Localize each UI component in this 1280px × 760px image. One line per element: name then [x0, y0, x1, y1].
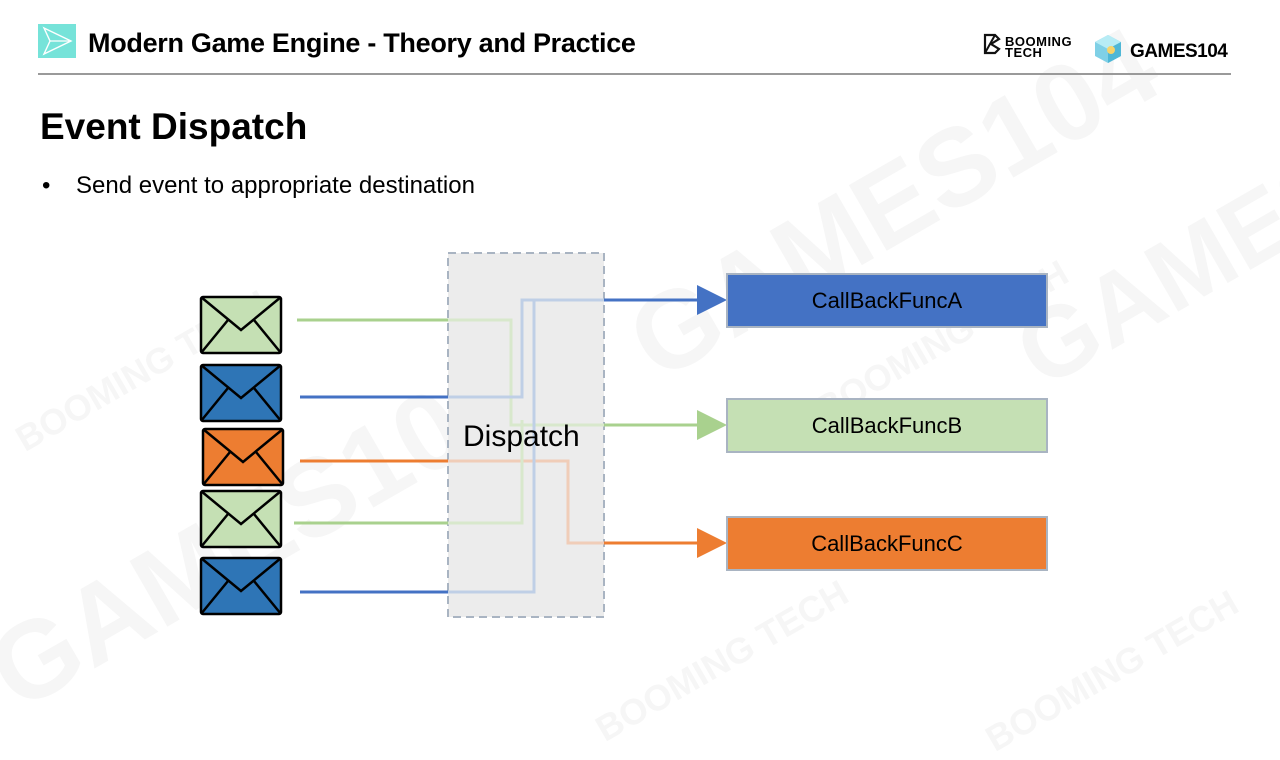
- games104-cube-icon: [1092, 33, 1124, 70]
- envelope-icon: [199, 556, 283, 616]
- envelope-icon: [199, 295, 283, 355]
- dispatcher-box: [447, 252, 605, 618]
- booming-tech-logo-icon: [982, 33, 1002, 60]
- route-orange-3: [448, 459, 604, 545]
- header-divider: [38, 73, 1231, 75]
- route-green-4: [448, 420, 524, 525]
- games104-text: GAMES104: [1130, 40, 1228, 62]
- paper-plane-icon: [38, 24, 76, 58]
- callback-box-c: CallBackFuncC: [726, 516, 1048, 571]
- envelope-icon: [199, 489, 283, 549]
- route-blue-5: [448, 300, 536, 594]
- envelope-icon: [201, 427, 285, 487]
- slide-title: Event Dispatch: [40, 106, 308, 147]
- callback-label: CallBackFuncC: [811, 530, 963, 556]
- dispatch-diagram: [199, 252, 727, 618]
- dispatcher-label: Dispatch: [463, 420, 580, 453]
- callback-box-b: CallBackFuncB: [726, 398, 1048, 453]
- games104-logo: GAMES104: [1092, 33, 1228, 70]
- callback-label: CallBackFuncB: [811, 412, 963, 438]
- route-green-1: [448, 318, 604, 427]
- envelope-icon: [199, 363, 283, 423]
- route-blue-2: [448, 298, 604, 399]
- callback-box-a: CallBackFuncA: [726, 273, 1048, 328]
- course-title: Modern Game Engine - Theory and Practice: [88, 28, 636, 58]
- bullet-item: • Send event to appropriate destination: [42, 172, 475, 200]
- bullet-text: Send event to appropriate destination: [76, 172, 475, 199]
- callback-label: CallBackFuncA: [811, 287, 963, 313]
- bullet-dot: •: [42, 172, 51, 199]
